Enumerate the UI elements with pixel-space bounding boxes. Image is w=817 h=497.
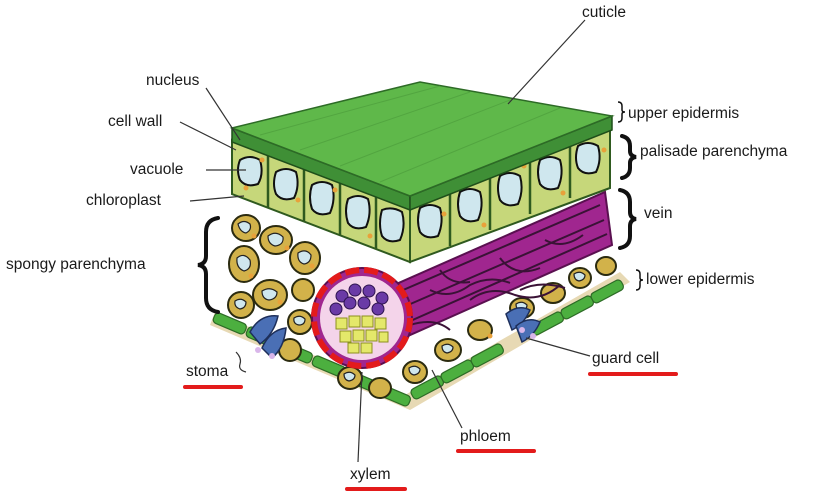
vascular-bundle (312, 268, 412, 368)
label-guard-cell: guard cell (592, 350, 659, 368)
label-phloem: phloem (460, 428, 511, 446)
label-spongy-parenchyma: spongy parenchyma (6, 256, 146, 274)
label-vacuole: vacuole (130, 161, 183, 179)
label-upper-epidermis: upper epidermis (628, 105, 739, 123)
label-nucleus: nucleus (146, 72, 199, 90)
label-chloroplast: chloroplast (86, 192, 161, 210)
label-xylem: xylem (350, 466, 390, 484)
label-vein: vein (644, 205, 672, 223)
label-lower-epidermis: lower epidermis (646, 271, 755, 289)
label-stoma: stoma (186, 363, 228, 381)
label-cell-wall: cell wall (108, 113, 162, 131)
label-cuticle: cuticle (582, 4, 626, 22)
label-palisade-parenchyma: palisade parenchyma (640, 143, 787, 161)
